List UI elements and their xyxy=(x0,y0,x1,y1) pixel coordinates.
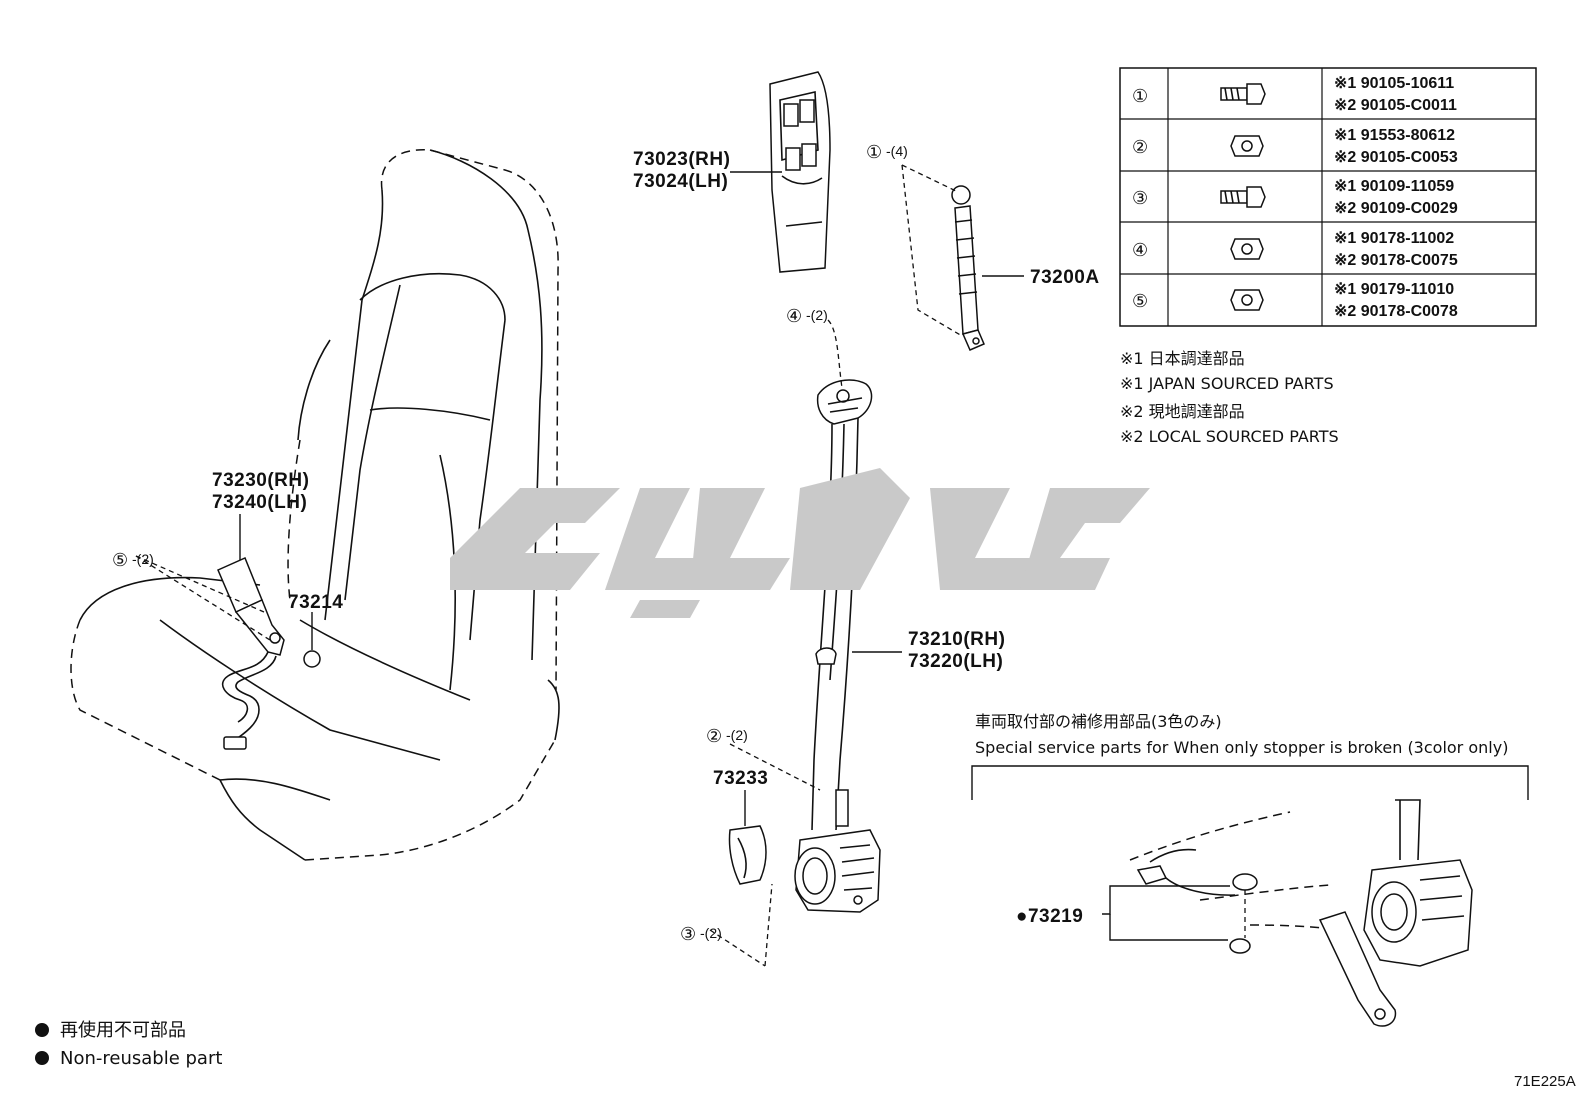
table-row-5-pn1: ※1 90179-11010 xyxy=(1334,281,1454,298)
callout-2-qty: -(2) xyxy=(726,727,748,743)
seat-illustration xyxy=(70,149,560,861)
legend-dot-icon xyxy=(35,1023,49,1037)
table-row-4-pn2: ※2 90178-C0075 xyxy=(1334,252,1458,269)
special-title-jp: 車両取付部の補修用部品(3色のみ) xyxy=(975,712,1222,731)
callout-5-qty: -(2) xyxy=(132,551,154,567)
label-adjuster: 73200A xyxy=(1030,267,1100,288)
table-row-1-number: ① xyxy=(1132,86,1148,106)
stopper-top xyxy=(1232,873,1258,891)
label-pillar-trim-lh: 73024(LH) xyxy=(633,171,728,192)
nut-icon xyxy=(1230,135,1264,157)
fastener-table: ① ※1 90105-10611 ※2 90105-C0011 ② ※1 915… xyxy=(1119,67,1537,327)
seat-belt-buckle xyxy=(217,556,321,750)
retractor-cover xyxy=(728,825,767,885)
legend-dot-icon xyxy=(35,1051,49,1065)
note-1-en: ※1 JAPAN SOURCED PARTS xyxy=(1120,374,1334,393)
table-row-3-pn1: ※1 90109-11059 xyxy=(1334,178,1454,195)
callout-5-number: ⑤ xyxy=(112,550,128,570)
table-row-2-pn1: ※1 91553-80612 xyxy=(1334,127,1455,144)
watermark-logo xyxy=(450,468,1150,618)
note-2-en: ※2 LOCAL SOURCED PARTS xyxy=(1120,427,1339,446)
nut-icon xyxy=(1230,289,1264,311)
table-row-1-pn1: ※1 90105-10611 xyxy=(1334,75,1454,92)
pillar-trim xyxy=(769,71,831,273)
special-service-inset: 車両取付部の補修用部品(3色のみ) Special service parts … xyxy=(971,712,1529,1027)
label-belt-rh: 73210(RH) xyxy=(908,629,1005,650)
leader-lines xyxy=(135,164,1024,967)
table-row-4-number: ④ xyxy=(1132,240,1148,260)
table-row-3-pn2: ※2 90109-C0029 xyxy=(1334,200,1458,217)
callout-1-number: ① xyxy=(866,142,882,162)
figure-id: 71E225A xyxy=(1514,1073,1576,1090)
washer-part xyxy=(303,650,321,668)
label-washer: 73214 xyxy=(288,592,343,613)
sourcing-notes: ※1 日本調達部品 ※1 JAPAN SOURCED PARTS ※2 現地調達… xyxy=(1120,349,1339,446)
legend-jp: 再使用不可部品 xyxy=(60,1020,186,1041)
table-row-3-number: ③ xyxy=(1132,188,1148,208)
legend-en: Non-reusable part xyxy=(60,1048,222,1069)
table-row-5-number: ⑤ xyxy=(1132,291,1148,311)
callout-3-number: ③ xyxy=(680,924,696,944)
table-row-2-pn2: ※2 90105-C0053 xyxy=(1334,149,1458,166)
label-buckle-rh: 73230(RH) xyxy=(212,470,309,491)
stopper-bottom xyxy=(1229,938,1251,954)
callout-2-number: ② xyxy=(706,726,722,746)
label-cover: 73233 xyxy=(713,768,768,789)
bolt-icon xyxy=(1220,186,1266,208)
note-1-jp: ※1 日本調達部品 xyxy=(1120,349,1245,368)
part-labels: 73023(RH) 73024(LH) ① -(4) 73200A ④ -(2)… xyxy=(112,142,1100,944)
table-row-4-pn1: ※1 90178-11002 xyxy=(1334,230,1454,247)
label-stopper: ●73219 xyxy=(1016,906,1083,927)
table-row-2-number: ② xyxy=(1132,137,1148,157)
callout-1-qty: -(4) xyxy=(886,143,908,159)
table-row-1-pn2: ※2 90105-C0011 xyxy=(1334,97,1457,114)
table-row-5-pn2: ※2 90178-C0078 xyxy=(1334,303,1458,320)
legend: 再使用不可部品 Non-reusable part xyxy=(35,1020,222,1069)
special-title-en: Special service parts for When only stop… xyxy=(975,738,1508,757)
callout-4-qty: -(2) xyxy=(806,307,828,323)
callout-3-qty: -(2) xyxy=(700,925,722,941)
bolt-icon xyxy=(1220,83,1266,105)
label-pillar-trim-rh: 73023(RH) xyxy=(633,149,730,170)
label-belt-lh: 73220(LH) xyxy=(908,651,1003,672)
note-2-jp: ※2 現地調達部品 xyxy=(1120,402,1245,421)
height-adjuster xyxy=(951,185,985,351)
callout-4-number: ④ xyxy=(786,306,802,326)
label-buckle-lh: 73240(LH) xyxy=(212,492,307,513)
seat-belt-assembly xyxy=(728,379,881,913)
nut-icon xyxy=(1230,238,1264,260)
